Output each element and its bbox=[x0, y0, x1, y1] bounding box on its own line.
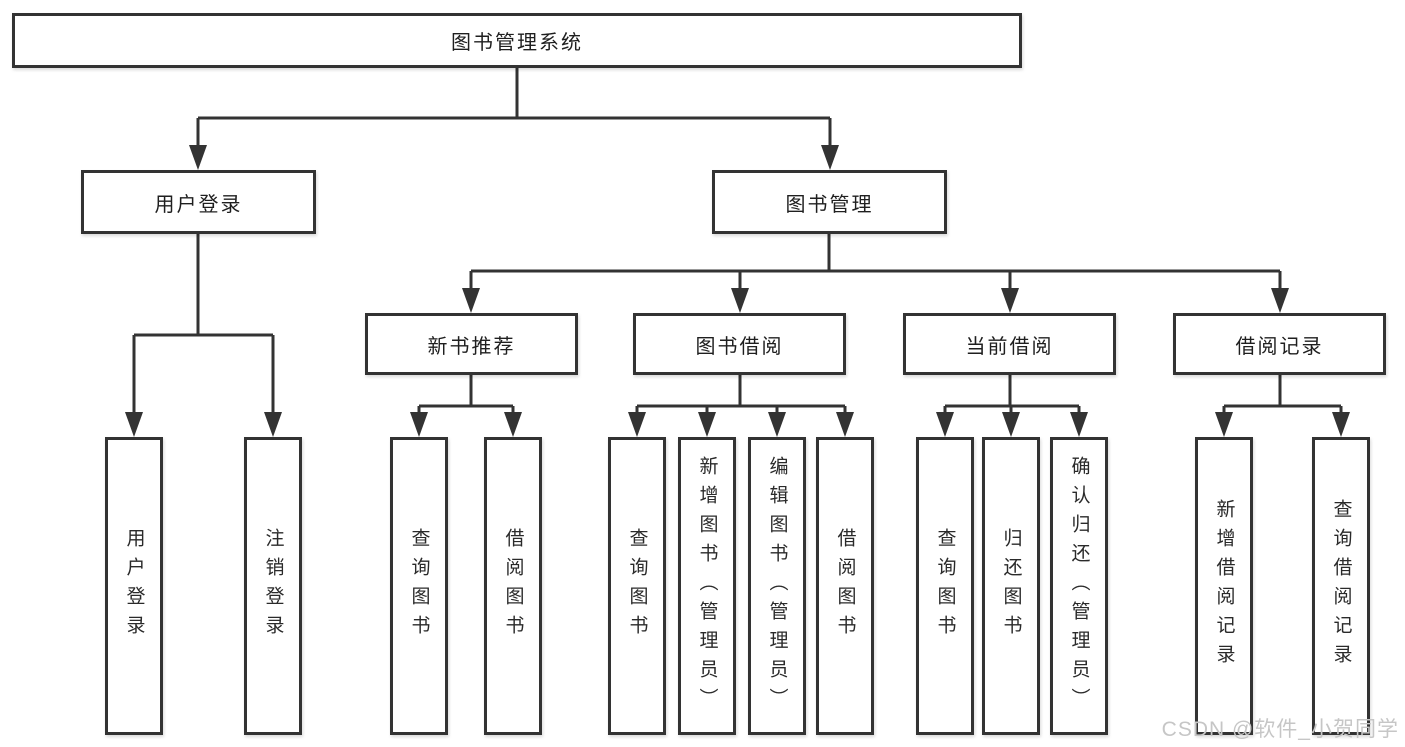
node-user-login: 用户登录 bbox=[81, 170, 316, 234]
arrowhead-query-books-3 bbox=[936, 412, 954, 437]
node-book-management-label: 图书管理 bbox=[785, 193, 874, 216]
leaf-query-borrow-record: 查询借阅记录 bbox=[1312, 437, 1370, 735]
leaf-borrow-books-1: 借阅图书 bbox=[484, 437, 542, 735]
csdn-watermark: CSDN @软件_小贺同学 bbox=[1161, 718, 1399, 741]
leaf-add-book-admin: 新增图书（管理员） bbox=[678, 437, 736, 735]
leaf-query-books-1-label: 查询图书 bbox=[408, 528, 430, 644]
arrowhead-new-book-recommend bbox=[462, 288, 480, 313]
connector-book-management-branch bbox=[469, 234, 1282, 290]
connector-current-borrowing-group bbox=[943, 375, 1081, 414]
arrowhead-user-login bbox=[189, 145, 207, 170]
node-user-login-label: 用户登录 bbox=[154, 193, 243, 216]
node-book-management: 图书管理 bbox=[712, 170, 947, 234]
node-new-book-recommend-label: 新书推荐 bbox=[427, 335, 516, 358]
arrowhead-leaf-user-login bbox=[125, 412, 143, 437]
arrowhead-current-borrowing bbox=[1001, 288, 1019, 313]
leaf-return-books-label: 归还图书 bbox=[1000, 528, 1022, 644]
arrowhead-confirm-return bbox=[1070, 412, 1088, 437]
node-borrow-records: 借阅记录 bbox=[1173, 313, 1386, 375]
arrowhead-query-books-2 bbox=[628, 412, 646, 437]
arrowhead-book-management bbox=[821, 145, 839, 170]
connector-book-borrowing-group bbox=[635, 375, 847, 414]
node-book-borrowing-label: 图书借阅 bbox=[695, 335, 784, 358]
leaf-return-books: 归还图书 bbox=[982, 437, 1040, 735]
arrowhead-book-borrowing bbox=[731, 288, 749, 313]
leaf-add-borrow-record-label: 新增借阅记录 bbox=[1213, 499, 1235, 673]
arrowhead-add-book bbox=[698, 412, 716, 437]
leaf-add-borrow-record: 新增借阅记录 bbox=[1195, 437, 1253, 735]
leaf-query-books-3-label: 查询图书 bbox=[934, 528, 956, 644]
arrowhead-query-borrow-record bbox=[1332, 412, 1350, 437]
arrowhead-query-books-1 bbox=[410, 412, 428, 437]
leaf-query-borrow-record-label: 查询借阅记录 bbox=[1330, 499, 1352, 673]
connector-borrow-records-group bbox=[1222, 375, 1343, 414]
leaf-edit-book-admin: 编辑图书（管理员） bbox=[748, 437, 806, 735]
leaf-logout: 注销登录 bbox=[244, 437, 302, 735]
node-borrow-records-label: 借阅记录 bbox=[1235, 335, 1324, 358]
arrowhead-leaf-logout bbox=[264, 412, 282, 437]
arrowhead-borrow-books-2 bbox=[836, 412, 854, 437]
leaf-borrow-books-1-label: 借阅图书 bbox=[502, 528, 524, 644]
leaf-logout-label: 注销登录 bbox=[262, 528, 284, 644]
node-current-borrowing-label: 当前借阅 bbox=[965, 335, 1054, 358]
leaf-query-books-3: 查询图书 bbox=[916, 437, 974, 735]
node-new-book-recommend: 新书推荐 bbox=[365, 313, 578, 375]
leaf-edit-book-admin-label: 编辑图书（管理员） bbox=[766, 455, 788, 717]
connector-root-to-level2 bbox=[196, 68, 832, 147]
leaf-borrow-books-2-label: 借阅图书 bbox=[834, 528, 856, 644]
connector-user-login-branch bbox=[132, 234, 275, 414]
arrowhead-borrow-records bbox=[1271, 288, 1289, 313]
leaf-query-books-2: 查询图书 bbox=[608, 437, 666, 735]
arrowhead-return-books bbox=[1002, 412, 1020, 437]
leaf-query-books-2-label: 查询图书 bbox=[626, 528, 648, 644]
leaf-query-books-1: 查询图书 bbox=[390, 437, 448, 735]
node-current-borrowing: 当前借阅 bbox=[903, 313, 1116, 375]
leaf-confirm-return-admin-label: 确认归还（管理员） bbox=[1068, 455, 1090, 717]
arrowhead-borrow-books-1 bbox=[504, 412, 522, 437]
leaf-confirm-return-admin: 确认归还（管理员） bbox=[1050, 437, 1108, 735]
leaf-borrow-books-2: 借阅图书 bbox=[816, 437, 874, 735]
leaf-user-login: 用户登录 bbox=[105, 437, 163, 735]
node-library-system-label: 图书管理系统 bbox=[451, 32, 583, 54]
node-book-borrowing: 图书借阅 bbox=[633, 313, 846, 375]
leaf-add-book-admin-label: 新增图书（管理员） bbox=[696, 455, 718, 717]
node-library-system: 图书管理系统 bbox=[12, 13, 1022, 68]
connector-new-book-group bbox=[417, 375, 515, 414]
arrowhead-add-borrow-record bbox=[1215, 412, 1233, 437]
arrowhead-edit-book bbox=[768, 412, 786, 437]
leaf-user-login-label: 用户登录 bbox=[123, 528, 145, 644]
